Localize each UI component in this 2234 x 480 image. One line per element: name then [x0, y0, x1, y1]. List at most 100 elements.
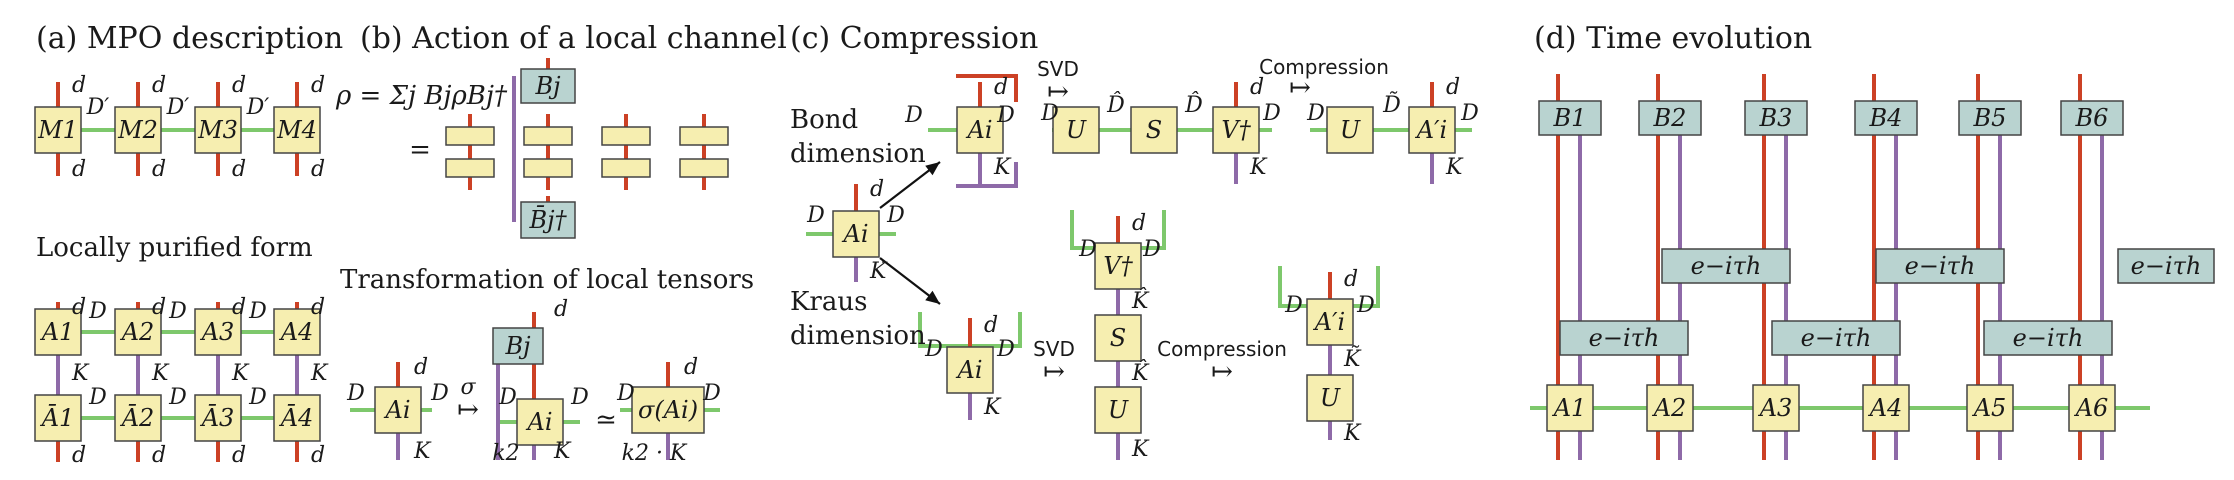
phys-label: d	[870, 177, 884, 202]
purified-tensor-3	[194, 308, 242, 356]
gate-odd-2	[1771, 320, 1901, 356]
bond-label: D	[248, 299, 267, 324]
kraus-op-2	[1638, 100, 1702, 136]
tensor-U-compressed-label: U	[1340, 116, 1361, 144]
kraus-label: K	[983, 395, 1002, 420]
local-tensor-label: Ai	[383, 396, 410, 424]
phys-label-top: d	[232, 73, 246, 98]
mps-tensor-small	[523, 126, 573, 146]
gate-odd-3-label: e−iτh	[2013, 324, 2084, 352]
mps-tensor-small	[601, 158, 651, 178]
mpo-tensor-2	[114, 106, 162, 154]
site-tensor-2-label: A2	[1652, 394, 1687, 422]
tensor-Ai-bond	[956, 106, 1004, 154]
tensor-Ai-kraus	[946, 346, 994, 394]
tensor-Ai-prime	[1408, 106, 1456, 154]
phys-label: d	[414, 355, 428, 380]
site-tensor-3	[1752, 384, 1800, 432]
sigma-tensor-label: σ(Ai)	[638, 396, 698, 424]
maps-to: ↦	[1289, 73, 1311, 103]
bond-label: D′	[86, 95, 110, 120]
kraus-label: K	[553, 439, 572, 464]
mpo-tensor-1	[34, 106, 82, 154]
svd-label: SVD	[1033, 337, 1075, 361]
kraus-dimension-label: dimension	[790, 321, 926, 351]
bond-label: D′	[246, 95, 270, 120]
phys-label: d	[1446, 75, 1460, 100]
panel-d-title: (d) Time evolution	[1534, 21, 1812, 56]
phys-label-bottom: d	[311, 157, 325, 182]
mps-tensor-small	[679, 158, 729, 178]
mps-tensor-small	[523, 158, 573, 178]
grouped-physical-leg	[956, 74, 1018, 102]
bond-label: D̂	[1106, 92, 1125, 118]
mps-tensor-small	[601, 126, 651, 146]
bond-label: D	[924, 337, 943, 362]
phys-label-top: d	[72, 73, 86, 98]
purified-tensor-1	[34, 308, 82, 356]
transformed-tensor-label: Ai	[525, 408, 552, 436]
maps-to: ↦	[457, 395, 479, 425]
mpo-tensor-2-label: M2	[117, 116, 158, 144]
site-tensor-6	[2068, 384, 2116, 432]
kraus-operator-top-label: Bj	[534, 72, 561, 100]
site-tensor-6-label: A6	[2074, 394, 2109, 422]
tensor-V-kraus	[1094, 242, 1142, 290]
bond-label: D	[1306, 101, 1325, 126]
kraus-dimension-label: Kraus	[790, 287, 867, 317]
bond-label: D	[88, 385, 107, 410]
maps-to: ↦	[1211, 357, 1233, 387]
bond-label: D	[886, 203, 905, 228]
kraus-op-4	[1854, 100, 1918, 136]
bond-label: D	[1284, 293, 1303, 318]
panel-b-subtitle: Transformation of local tensors	[340, 265, 754, 295]
purified-tensor-4-label: A4	[279, 318, 314, 346]
site-tensor-2	[1646, 384, 1694, 432]
kraus-operator	[492, 327, 544, 365]
tensor-U	[1052, 106, 1100, 154]
tensor-V-label: V†	[1221, 116, 1251, 144]
kraus-label: K̃	[1343, 346, 1362, 372]
equals-sign: =	[409, 135, 431, 165]
purified-conj-tensor-4-label: Ā4	[279, 404, 314, 432]
kraus-label: K	[310, 361, 329, 386]
kraus-label: K	[1343, 421, 1362, 446]
purified-conj-tensor-3	[194, 394, 242, 442]
phys-label: d	[984, 313, 998, 338]
kraus-op-1-label: B1	[1553, 104, 1587, 132]
purified-conj-tensor-1-label: Ā1	[40, 404, 75, 432]
bond-label: D	[1262, 101, 1281, 126]
bond-label: D	[88, 299, 107, 324]
mpo-tensor-1-label: M1	[37, 116, 78, 144]
approx-sign: ≃	[595, 405, 617, 435]
panel-a-subtitle: Locally purified form	[36, 233, 313, 263]
kraus-label: K	[1249, 155, 1268, 180]
phys-label: d	[1250, 75, 1264, 100]
mps-tensor-small	[445, 158, 495, 178]
bond-label: D	[168, 385, 187, 410]
bond-label: D	[1078, 237, 1097, 262]
tensor-U-kraus-compressed	[1306, 374, 1354, 422]
kraus-label: K	[869, 259, 888, 284]
purified-tensor-2-label: A2	[120, 318, 155, 346]
site-tensor-3-label: A3	[1758, 394, 1793, 422]
kraus-op-4-label: B4	[1869, 104, 1903, 132]
bond-label: D̂	[1184, 92, 1203, 118]
sigma-tensor	[631, 386, 705, 434]
kraus-label: K	[71, 361, 90, 386]
kraus-op-6-label: B6	[2075, 104, 2109, 132]
kraus-op-3	[1744, 100, 1808, 136]
phys-label: d	[232, 443, 246, 468]
k2K-label: k2 · K	[622, 441, 688, 466]
tensor-U-kraus-label: U	[1108, 396, 1129, 424]
local-tensor	[374, 386, 422, 434]
gate-even-1	[1661, 248, 1791, 284]
kraus-op-2-label: B2	[1653, 104, 1687, 132]
site-tensor-4	[1862, 384, 1910, 432]
phys-label: d	[1132, 211, 1146, 236]
phys-label: d	[1344, 267, 1358, 292]
map-sigma: σ	[460, 375, 476, 400]
bond-label: D′	[166, 95, 190, 120]
phys-label-top: d	[152, 73, 166, 98]
kraus-label: K	[1131, 437, 1150, 462]
